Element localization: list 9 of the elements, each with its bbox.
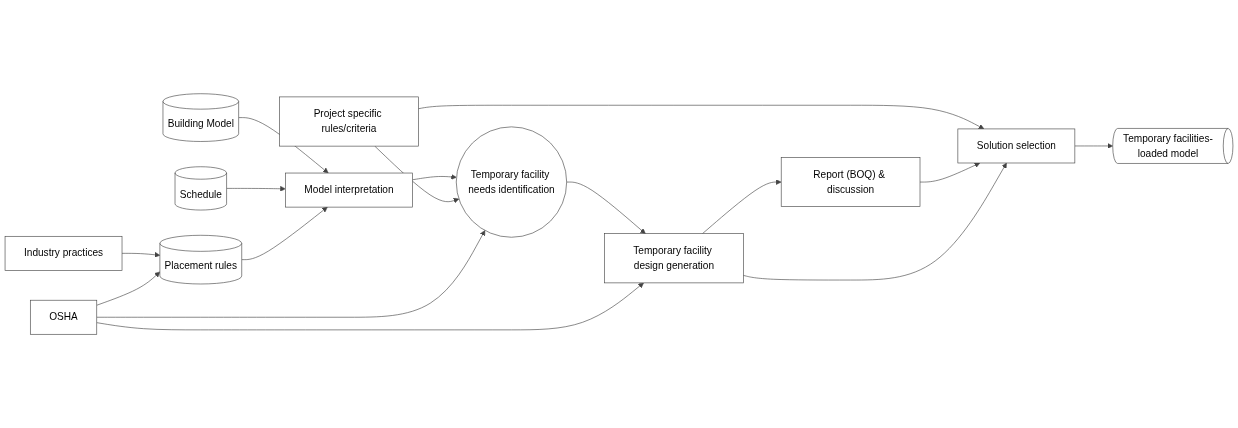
node-box: Report (BOQ) & discussion	[780, 157, 921, 207]
node-circle: Temporary facility needs identification	[455, 126, 567, 238]
node-text: Temporary facilities-loaded model	[1123, 132, 1213, 159]
node-box: Temporary facility design generation	[604, 233, 744, 284]
node-box: Solution selection	[957, 128, 1076, 164]
node-box: Industry practices	[4, 236, 123, 271]
node-box: OSHA	[30, 299, 98, 335]
node-box: Model interpretation	[285, 172, 413, 208]
node-box: Project specific rules/criteria	[279, 96, 419, 147]
